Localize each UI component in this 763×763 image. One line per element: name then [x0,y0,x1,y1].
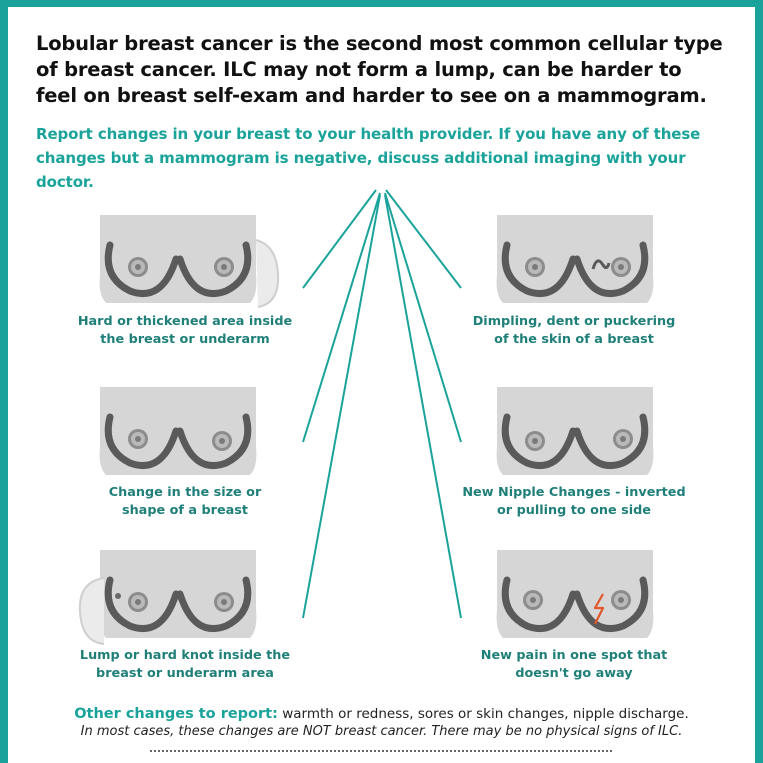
torso-dimpling [497,215,654,303]
other-changes-lead: Other changes to report: [74,706,278,722]
caption-pain: New pain in one spot that doesn't go awa… [480,648,668,681]
connector-lines [302,189,462,619]
caption-nipple: New Nipple Changes - inverted or pulling… [462,485,686,518]
torso-pain [497,550,654,638]
torso-size-change [100,387,257,475]
torso-lump [78,550,257,645]
torso-nipple-change [497,387,654,475]
other-changes: Other changes to report: warmth or redne… [0,704,763,724]
dotted-divider [150,750,612,752]
torso-thickened-area [100,215,280,308]
caption-dimpling: Dimpling, dent or puckering of the skin … [472,314,676,347]
other-changes-text: warmth or redness, sores or skin changes… [277,706,689,722]
report-instruction: Report changes in your breast to your he… [36,125,701,191]
disclaimer-note: In most cases, these changes are NOT bre… [80,724,683,739]
caption-size: Change in the size or shape of a breast [108,485,262,518]
caption-thickened: Hard or thickened area inside the breast… [77,314,293,347]
caption-lump: Lump or hard knot inside the breast or u… [79,648,291,681]
pain-bolt-icon [593,593,605,625]
intro-text: Lobular breast cancer is the second most… [36,32,723,107]
